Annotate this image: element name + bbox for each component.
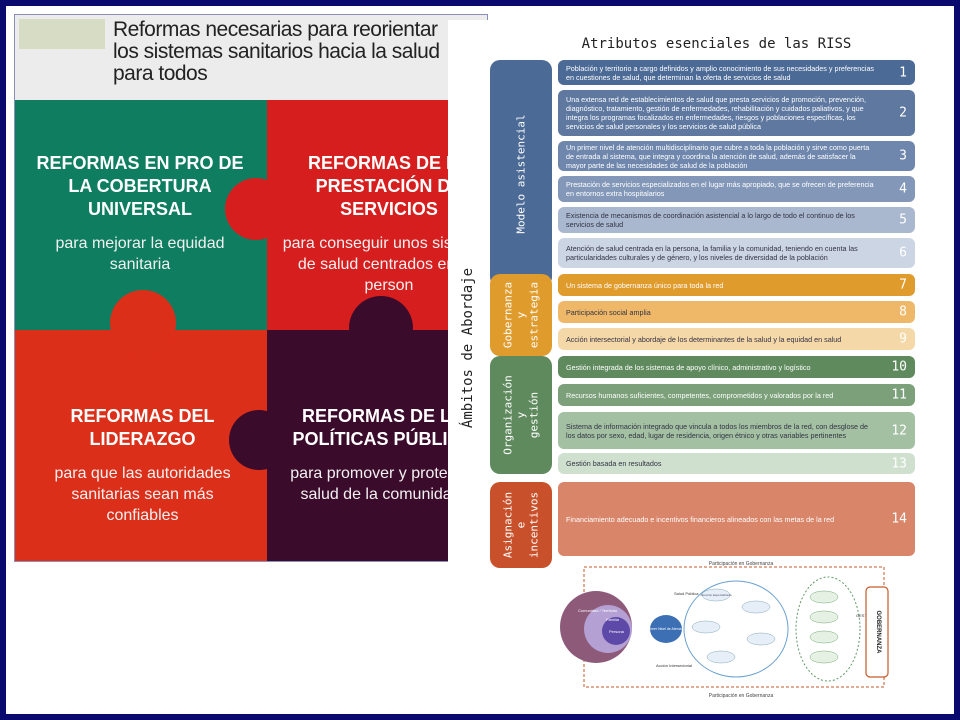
- leadership-subtext: para que las autoridades sanitarias sean…: [54, 465, 231, 524]
- community-label: Comunidad / Territorio: [578, 608, 618, 613]
- person-circle: [602, 617, 630, 645]
- title-swatch: [19, 19, 105, 49]
- bottom-label: Participación en Gobernanza: [709, 693, 774, 699]
- attribute-text: Existencia de mecanismos de coordinación…: [566, 211, 855, 229]
- reforms-title-line-1: Reformas necesarias para reorientar: [113, 18, 438, 41]
- puzzle-knob: [349, 296, 413, 360]
- leadership-heading: REFORMAS DEL LIDERAZGO: [70, 406, 215, 449]
- attribute-text: Población y territorio a cargo definidos…: [566, 63, 875, 82]
- specialized-label: Atención Especializada: [700, 593, 731, 597]
- puzzle-knob: [229, 410, 289, 470]
- specialized-node: [691, 620, 721, 634]
- governance-label: GOBERNANZA: [875, 611, 881, 655]
- attribute-number: 12: [891, 423, 907, 438]
- attribute-text: Una extensa red de establecimientos de s…: [566, 95, 867, 131]
- attribute-number: 13: [891, 456, 907, 471]
- reforms-title-bar: Reformas necesarias para reorientar los …: [15, 15, 487, 100]
- attribute-number: 8: [899, 304, 907, 320]
- intersectoral-label: Acción Intersectorial: [656, 663, 692, 668]
- attribute-text: Recursos humanos suficientes, competente…: [566, 390, 834, 400]
- service-delivery-subtext: para conseguir unos sistemas de salud ce…: [282, 235, 488, 294]
- attribute-row-13: Gestión basada en resultados 13: [558, 453, 915, 474]
- group-modelo-asistencial: Modelo asistencial: [490, 60, 552, 287]
- group-label: Asignación e incentivos: [501, 491, 541, 559]
- family-label: Familia: [606, 617, 620, 622]
- attribute-text: Atención de salud centrada en la persona…: [566, 244, 858, 262]
- reforms-title-line-2: los sistemas sanitarios hacia la salud: [113, 40, 440, 63]
- top-label: Participación en Gobernanza: [709, 561, 774, 567]
- specialized-node: [706, 650, 736, 664]
- attribute-row-3: Un primer nivel de atención multidiscipl…: [558, 141, 915, 171]
- specialized-node: [701, 588, 731, 602]
- attribute-text: Participación social amplia: [566, 307, 651, 317]
- attribute-row-5: Existencia de mecanismos de coordinación…: [558, 207, 915, 233]
- group-gobernanza: Gobernanza y estrategia: [490, 274, 552, 356]
- public-policy-heading: REFORMAS DE LAS POLÍTICAS PÚBLICAS: [292, 406, 486, 449]
- attribute-row-2: Una extensa red de establecimientos de s…: [558, 90, 915, 136]
- specialized-node: [741, 600, 771, 614]
- group-asignacion: Asignación e incentivos: [490, 482, 552, 568]
- person-label: Persona: [609, 629, 625, 634]
- attribute-text: Gestión integrada de los sistemas de apo…: [566, 362, 811, 372]
- attribute-number: 6: [899, 245, 907, 261]
- attribute-row-12: Sistema de información integrado que vin…: [558, 412, 915, 449]
- attribute-row-10: Gestión integrada de los sistemas de apo…: [558, 356, 915, 378]
- management-ring: [795, 576, 861, 682]
- attribute-number: 5: [899, 212, 907, 228]
- management-node: [809, 630, 839, 644]
- management-label: GESTIÓN: [856, 613, 874, 618]
- attribute-row-11: Recursos humanos suficientes, competente…: [558, 384, 915, 406]
- service-delivery-heading: REFORMAS DE LA PRESTACIÓN DE SERVICIOS: [308, 153, 470, 219]
- attribute-text: Un sistema de gobernanza único para toda…: [566, 280, 724, 290]
- attribute-row-7: Un sistema de gobernanza único para toda…: [558, 274, 915, 296]
- attribute-number: 2: [899, 105, 907, 121]
- attribute-number: 9: [899, 331, 907, 347]
- attribute-number: 3: [899, 148, 907, 164]
- attribute-text: Sistema de información integrado que vin…: [566, 421, 869, 440]
- attribute-row-14: Financiamiento adecuado e incentivos fin…: [558, 482, 915, 556]
- riss-model-diagram: Participación en Gobernanza Participació…: [556, 557, 944, 707]
- attribute-number: 10: [891, 359, 907, 375]
- attribute-text: Financiamiento adecuado e incentivos fin…: [566, 514, 835, 524]
- public-health-label: Salud Pública: [674, 591, 699, 596]
- ambitos-text: Ámbitos de Abordaje: [460, 267, 476, 429]
- specialized-ring: [683, 580, 789, 678]
- attribute-text: Acción intersectorial y abordaje de los …: [566, 334, 842, 344]
- attribute-row-4: Prestación de servicios especializados e…: [558, 176, 915, 202]
- attribute-row-1: Población y territorio a cargo definidos…: [558, 60, 915, 85]
- management-node: [809, 610, 839, 624]
- attribute-number: 7: [899, 277, 907, 293]
- puzzle-knob: [225, 178, 287, 240]
- attribute-row-6: Atención de salud centrada en la persona…: [558, 238, 915, 268]
- attribute-number: 11: [891, 387, 907, 403]
- management-node: [809, 650, 839, 664]
- riss-attributes-panel: Atributos esenciales de las RISS Ámbitos…: [448, 20, 945, 584]
- coverage-subtext: para mejorar la equidad sanitaria: [55, 235, 225, 273]
- reforms-title: Reformas necesarias para reorientar los …: [113, 18, 487, 85]
- first-level-node: [650, 615, 682, 643]
- public-policy-subtext: para promover y proteger la salud de la …: [290, 465, 488, 503]
- attribute-text: Gestión basada en resultados: [566, 459, 662, 468]
- reforms-title-line-3: para todos: [113, 62, 208, 85]
- reforms-puzzle-panel: Reformas necesarias para reorientar los …: [14, 14, 488, 562]
- management-node: [809, 590, 839, 604]
- ambitos-label: Ámbitos de Abordaje: [458, 250, 478, 450]
- attribute-number: 4: [899, 181, 907, 197]
- puzzle-knob: [110, 290, 176, 356]
- riss-title: Atributos esenciales de las RISS: [581, 36, 852, 52]
- attribute-number: 14: [891, 511, 907, 527]
- group-organizacion: Organización y gestión: [490, 356, 552, 474]
- attribute-number: 1: [899, 65, 907, 80]
- attribute-row-8: Participación social amplia 8: [558, 301, 915, 323]
- attribute-row-9: Acción intersectorial y abordaje de los …: [558, 328, 915, 350]
- attribute-text: Un primer nivel de atención multidiscipl…: [566, 142, 870, 170]
- governance-box: [865, 586, 889, 678]
- puzzle-piece-leadership: REFORMAS DEL LIDERAZGO para que las auto…: [15, 290, 267, 561]
- first-level-label: Primer Nivel de Atención: [647, 627, 685, 631]
- specialized-node: [746, 632, 776, 646]
- attribute-text: Prestación de servicios especializados e…: [566, 180, 874, 198]
- coverage-heading: REFORMAS EN PRO DE LA COBERTURA UNIVERSA…: [36, 153, 244, 219]
